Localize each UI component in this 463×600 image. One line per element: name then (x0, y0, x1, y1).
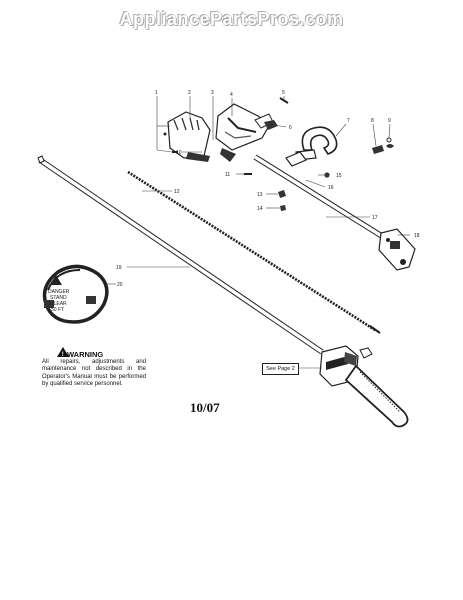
callout-13: 13 (257, 192, 263, 198)
strap-decal: DANGER STAND CLEAR 50 FT (48, 289, 70, 313)
callout-12: 12 (174, 189, 180, 195)
fasteners (163, 132, 330, 211)
svg-text:CLEAR: CLEAR (50, 301, 67, 307)
svg-text:!: ! (62, 352, 64, 358)
housing-left (167, 111, 211, 162)
callout-2: 2 (188, 90, 191, 96)
shoulder-strap (42, 264, 109, 324)
callout-numbers: 1 2 3 4 5 6 7 8 9 10 11 12 13 14 15 16 1… (116, 90, 420, 288)
warning-triangle-icon: ! (57, 347, 69, 358)
callout-4: 4 (230, 92, 233, 98)
callout-6: 6 (289, 125, 292, 131)
callout-9: 9 (388, 118, 391, 124)
callout-1: 1 (155, 90, 158, 96)
callout-3: 3 (211, 90, 214, 96)
watermark: AppliancePartsPros.com (119, 9, 344, 29)
callout-5: 5 (282, 90, 285, 96)
callout-7: 7 (347, 118, 350, 124)
chain-bar (344, 364, 409, 428)
callout-10: 10 (176, 150, 182, 156)
tube-assembly (37, 155, 324, 355)
callout-18: 18 (414, 233, 420, 239)
callout-15: 15 (336, 173, 342, 179)
callout-20: 20 (117, 282, 123, 288)
handle-loop (285, 126, 338, 167)
drive-shaft (127, 170, 381, 334)
callout-11: 11 (225, 172, 230, 178)
callout-14: 14 (257, 206, 263, 212)
screw-5 (279, 97, 289, 104)
leader-lines (106, 96, 410, 369)
coupler (378, 228, 416, 271)
callout-16: 16 (328, 185, 334, 191)
callout-8: 8 (371, 118, 374, 124)
revision-date: 10/07 (190, 400, 220, 415)
warning-title: WARNING (67, 350, 104, 359)
latch (264, 120, 278, 130)
callout-17: 17 (372, 215, 378, 221)
callout-19: 19 (116, 265, 122, 271)
housing-right (215, 103, 274, 162)
svg-text:50 FT: 50 FT (51, 307, 64, 313)
warning-text: All repairs, adjustments and maintenance… (42, 359, 146, 388)
upper-tube (253, 154, 387, 241)
see-page-reference: See Page 2 (262, 363, 299, 375)
svg-text:STAND: STAND (50, 295, 67, 301)
svg-text:DANGER: DANGER (48, 289, 70, 295)
